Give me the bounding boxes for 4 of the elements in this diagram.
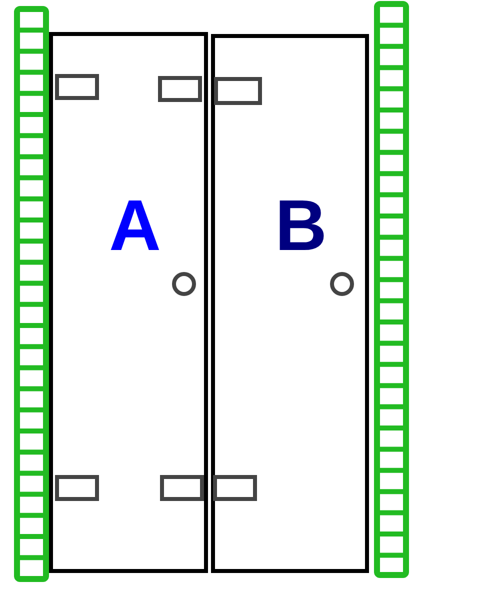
- door-letter: B: [275, 190, 327, 262]
- door: [49, 32, 208, 573]
- door: [211, 34, 369, 573]
- door-letter: A: [109, 190, 161, 262]
